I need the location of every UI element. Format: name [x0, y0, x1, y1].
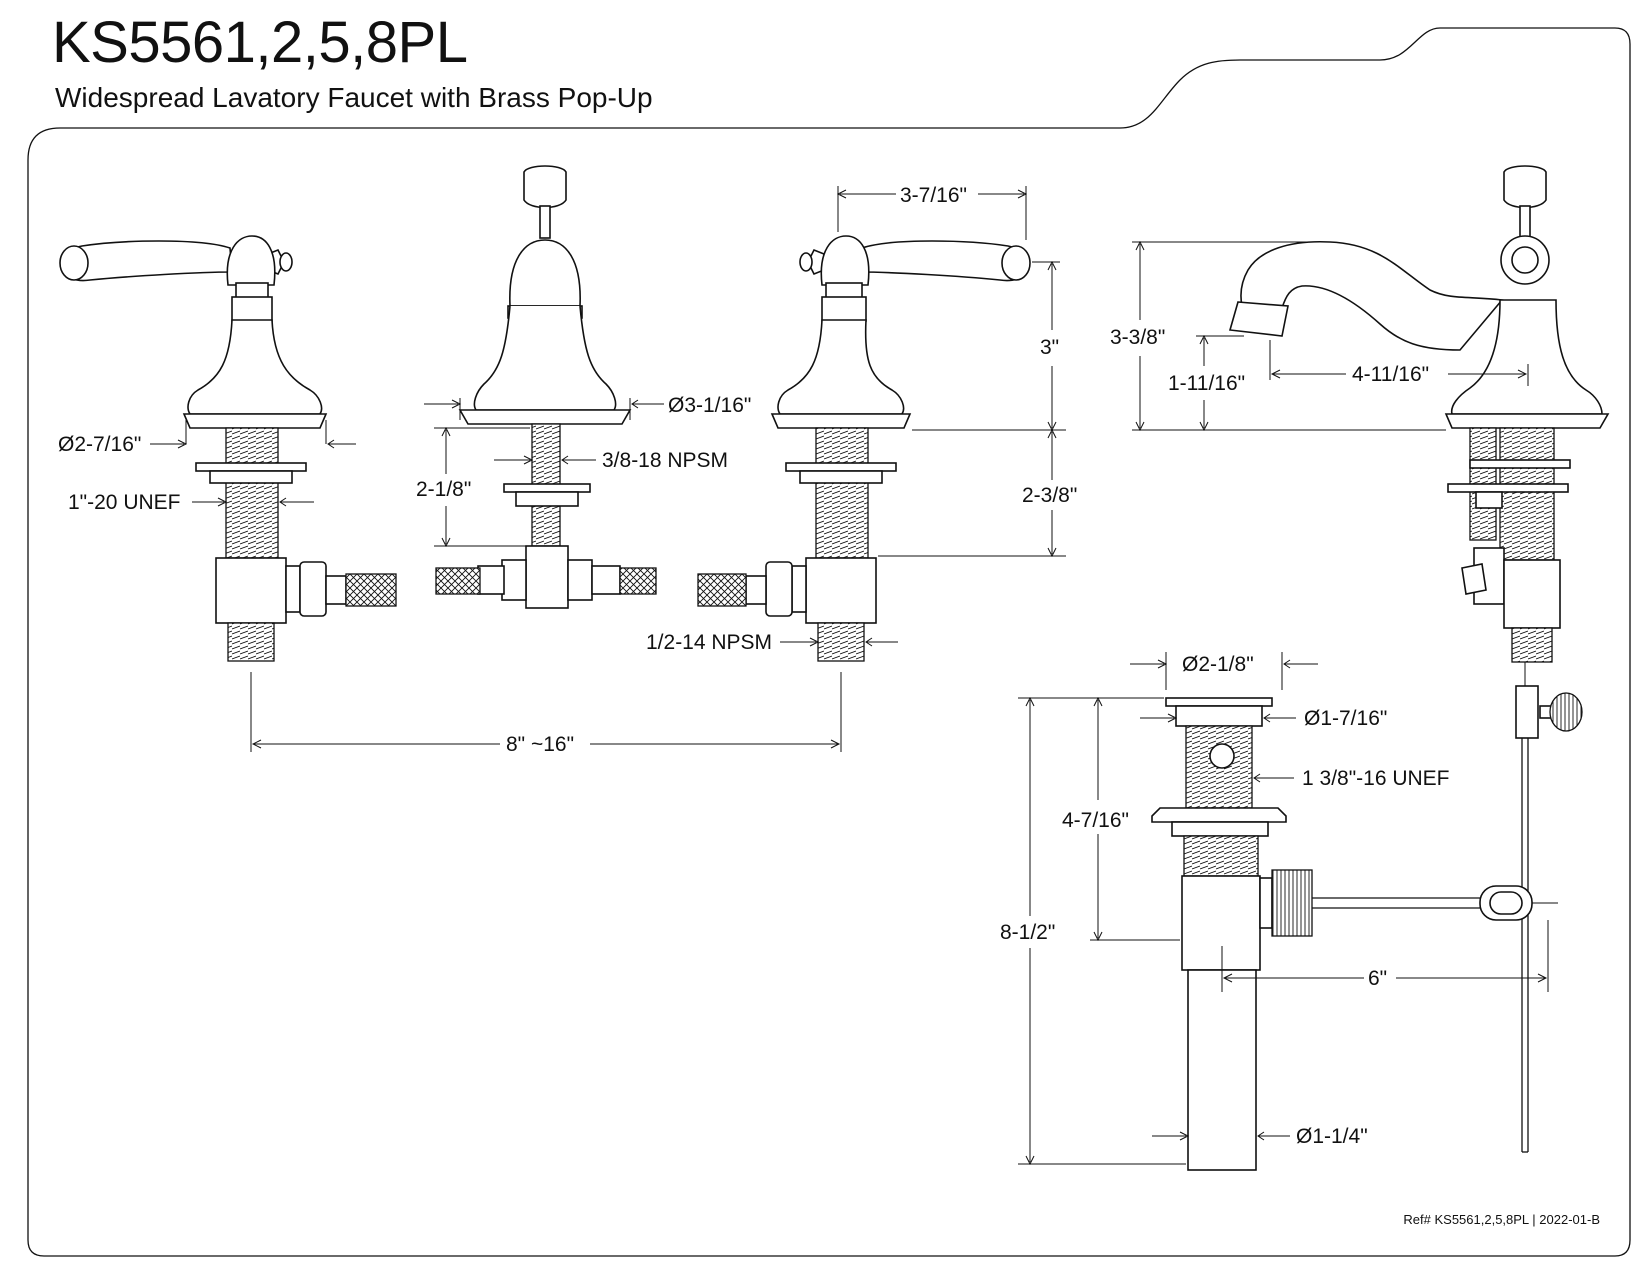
label-handle-height: 3" [1040, 336, 1059, 359]
label-tailpiece-dia: Ø1-1/4" [1296, 1125, 1368, 1148]
label-handle-width: 3-7/16" [900, 184, 967, 207]
label-spread: 8" ~16" [506, 733, 574, 756]
model-title: KS5561,2,5,8PL [52, 10, 468, 75]
right-handle-valve [697, 235, 1031, 662]
spout-front-view [435, 165, 657, 609]
label-drain-body-dia: Ø1-7/16" [1304, 707, 1387, 730]
label-spout-shank: 2-1/8" [416, 478, 471, 501]
label-linkage-length: 6" [1368, 967, 1387, 990]
product-subtitle: Widespread Lavatory Faucet with Brass Po… [55, 82, 653, 113]
reference-number: Ref# KS5561,2,5,8PL | 2022-01-B [1403, 1212, 1600, 1227]
label-handle-thread: 1"-20 UNEF [68, 491, 181, 514]
page-frame [27, 27, 1631, 1257]
label-spout-reach: 4-11/16" [1352, 363, 1429, 386]
label-spout-outlet-height: 1-11/16" [1168, 372, 1245, 395]
spout-side-view [1228, 165, 1610, 1153]
label-spout-thread: 3/8-18 NPSM [602, 449, 728, 472]
label-supply-thread: 1/2-14 NPSM [646, 631, 772, 654]
label-drain-upper-length: 4-7/16" [1062, 809, 1129, 832]
label-spout-height: 3-3/8" [1110, 326, 1165, 349]
dimension-lines [150, 186, 1549, 1166]
label-handle-shank: 2-3/8" [1022, 484, 1077, 507]
label-spout-base-dia: Ø3-1/16" [668, 394, 751, 417]
popup-drain [1151, 697, 1558, 1171]
left-handle-valve [59, 235, 397, 662]
label-drain-total-length: 8-1/2" [1000, 921, 1055, 944]
label-handle-base-dia: Ø2-7/16" [58, 433, 141, 456]
label-drain-thread: 1 3/8"-16 UNEF [1302, 767, 1450, 790]
label-drain-flange-dia: Ø2-1/8" [1182, 653, 1254, 676]
